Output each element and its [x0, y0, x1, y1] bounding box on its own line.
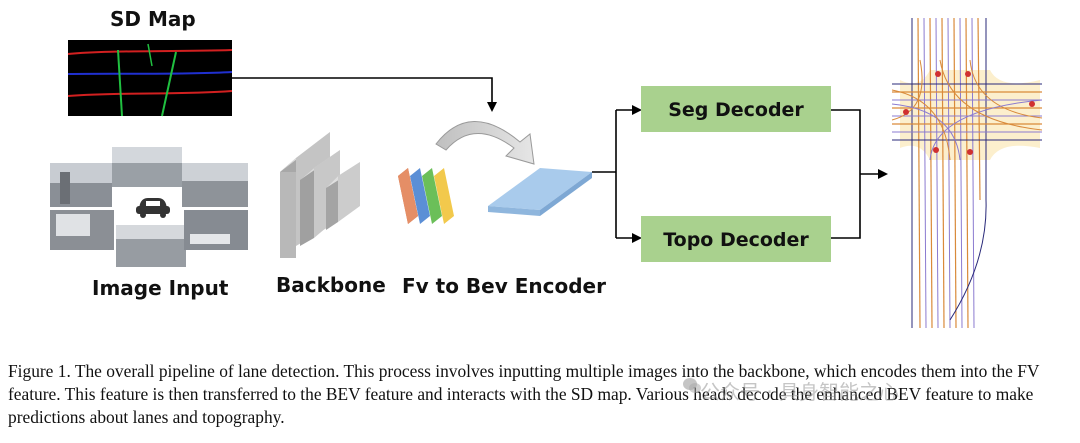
- topo-decoder-box: Topo Decoder: [641, 216, 831, 262]
- fv-feature-slabs: [398, 168, 454, 224]
- seg-decoder-label: Seg Decoder: [668, 99, 804, 121]
- decoder-split-arrows: [592, 105, 642, 243]
- seg-decoder-box: Seg Decoder: [641, 86, 831, 132]
- car-icon: [136, 198, 170, 218]
- fv-to-bev-title: Fv to Bev Encoder: [402, 274, 606, 298]
- topo-decoder-label: Topo Decoder: [663, 229, 809, 251]
- backbone-title: Backbone: [276, 273, 386, 297]
- sd-map-image: [67, 40, 233, 117]
- image-input-collage: [50, 147, 248, 267]
- figure-caption: Figure 1. The overall pipeline of lane d…: [8, 361, 1040, 427]
- output-merge-arrows: [831, 109, 888, 239]
- wechat-icon: [683, 378, 701, 393]
- bev-feature-slab: [488, 168, 592, 216]
- lane-output-map: [891, 17, 1043, 329]
- sd-map-title: SD Map: [110, 7, 196, 31]
- image-input-title: Image Input: [92, 276, 229, 300]
- watermark-text: 公众号 · 具身智能之心: [700, 380, 900, 404]
- backbone-blocks: [280, 132, 360, 258]
- sd-map-arrow: [232, 77, 497, 112]
- fv-to-bev-curve-arrow: [435, 121, 535, 165]
